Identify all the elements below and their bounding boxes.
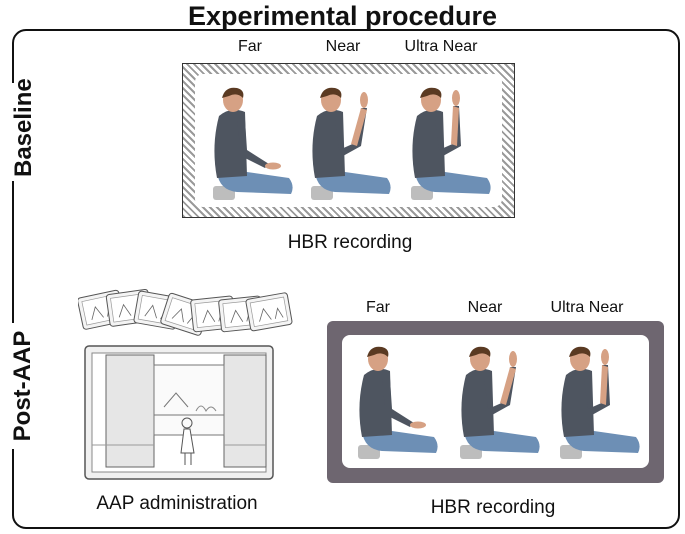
figure-title: Experimental procedure	[187, 1, 498, 31]
baseline-condition-ultra-near: Ultra Near	[404, 38, 478, 55]
person-ultra-near-figure	[560, 346, 640, 459]
baseline-label: Baseline	[10, 78, 38, 181]
post-condition-near: Near	[467, 299, 503, 316]
post-caption: HBR recording	[430, 497, 556, 518]
baseline-condition-far: Far	[238, 38, 262, 55]
baseline-condition-near: Near	[325, 38, 361, 55]
aap-caption: AAP administration	[96, 493, 258, 514]
post-condition-ultra-near: Ultra Near	[550, 299, 624, 316]
baseline-hbr-frame	[182, 63, 515, 218]
post-aap-label: Post-AAP	[9, 323, 37, 449]
aap-picture-card	[84, 345, 274, 480]
person-ultra-near-figure	[411, 87, 491, 200]
post-hbr-panel	[342, 335, 649, 468]
aap-card	[245, 292, 293, 332]
person-near-figure	[460, 346, 540, 459]
person-far-figure	[213, 87, 293, 200]
baseline-hbr-panel	[195, 74, 502, 207]
post-condition-far: Far	[366, 299, 390, 316]
post-hbr-frame	[327, 321, 664, 483]
person-far-figure	[358, 346, 438, 459]
aap-cards-stack	[78, 288, 293, 336]
person-near-figure	[311, 87, 391, 200]
baseline-caption: HBR recording	[287, 232, 413, 253]
procedure-frame	[12, 29, 680, 529]
